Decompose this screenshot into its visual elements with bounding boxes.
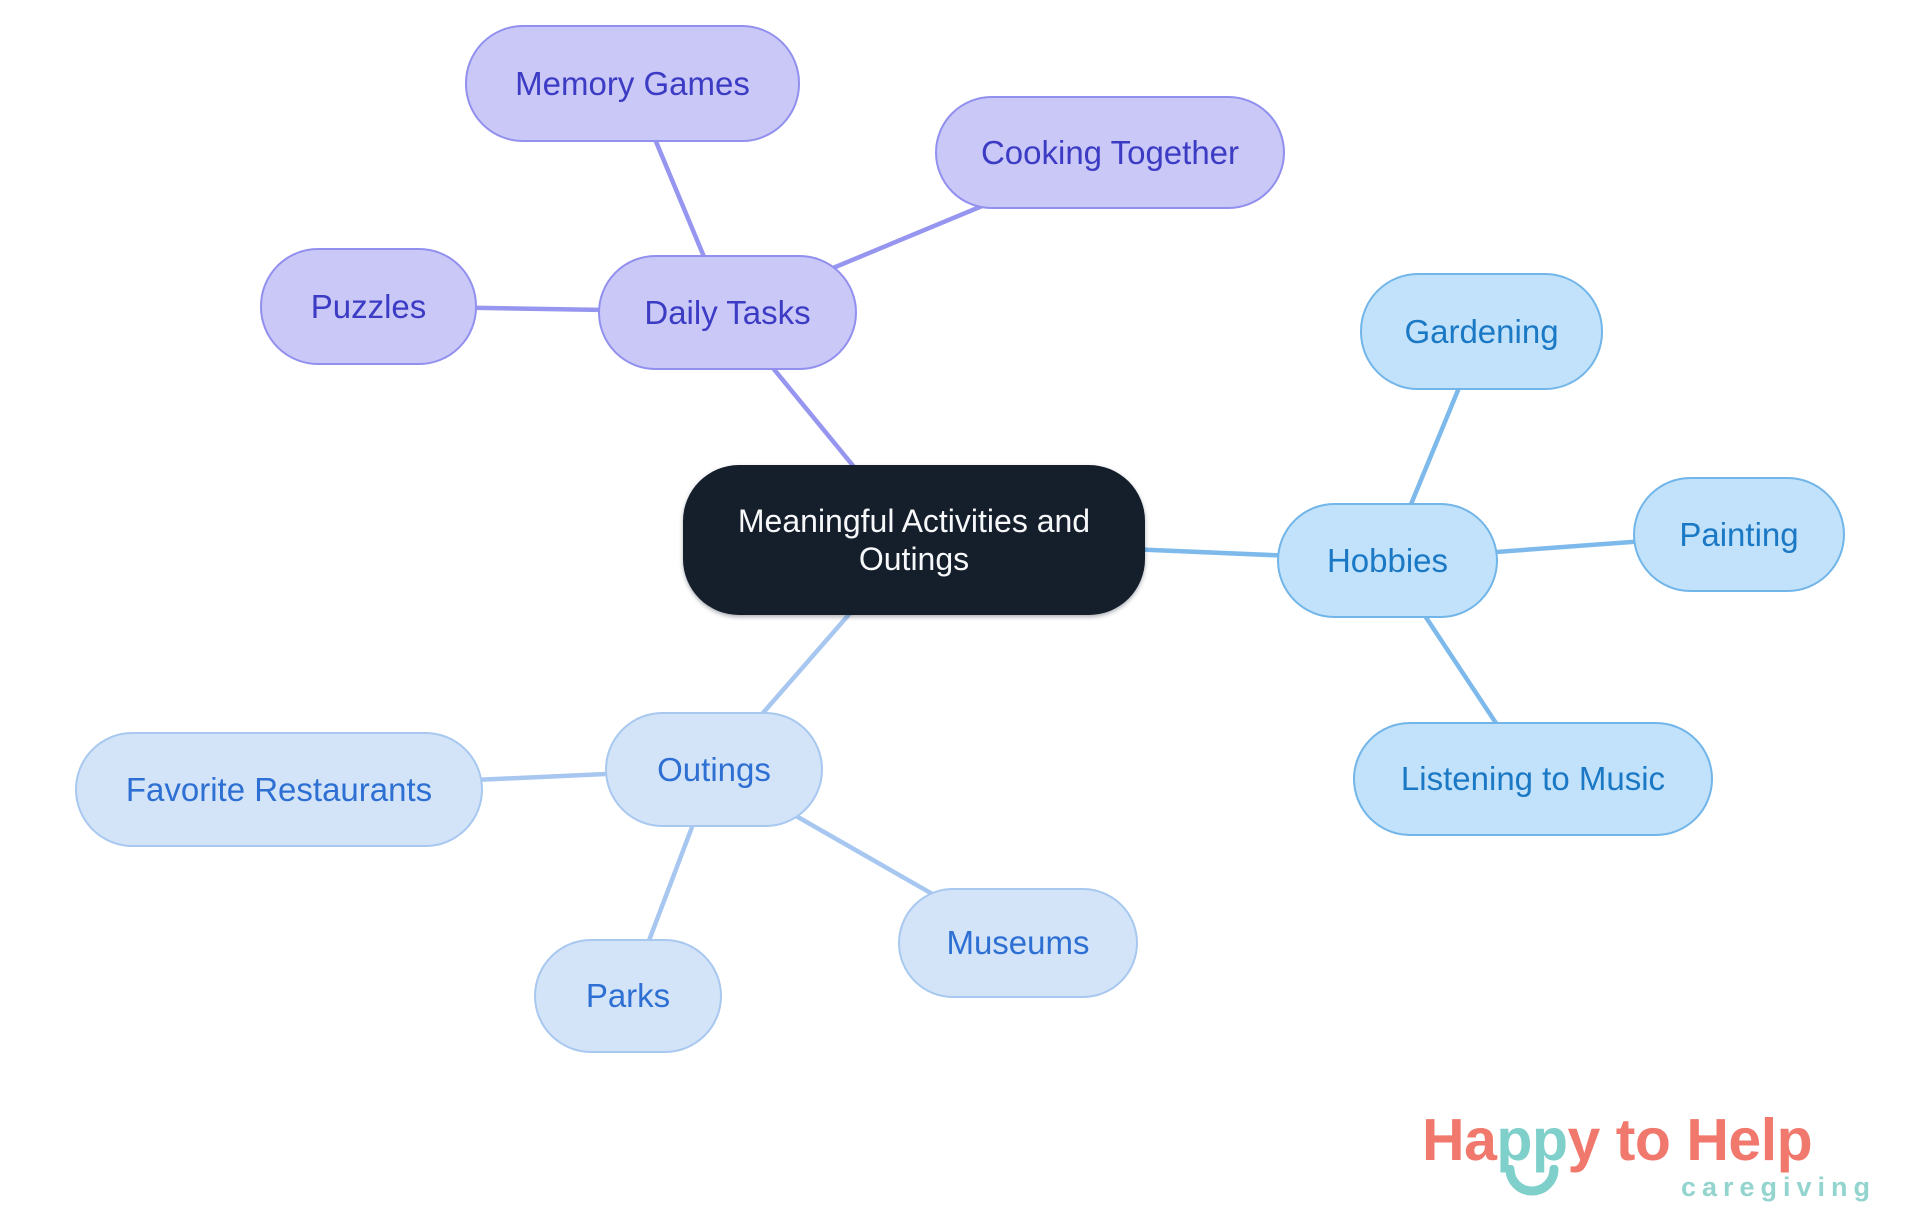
painting-label: Painting bbox=[1679, 515, 1799, 553]
smile-icon bbox=[1505, 1165, 1559, 1196]
node-memory-games[interactable]: Memory Games bbox=[465, 25, 800, 142]
memory-games-label: Memory Games bbox=[515, 64, 750, 102]
node-gardening[interactable]: Gardening bbox=[1360, 273, 1603, 390]
outings-label: Outings bbox=[657, 750, 771, 788]
root-label: Meaningful Activities and Outings bbox=[737, 502, 1091, 577]
node-parks[interactable]: Parks bbox=[534, 939, 722, 1053]
favorite-restaurants-label: Favorite Restaurants bbox=[125, 770, 433, 808]
node-puzzles[interactable]: Puzzles bbox=[260, 248, 477, 365]
logo-tagline: caregiving bbox=[1680, 1172, 1876, 1202]
daily-tasks-label: Daily Tasks bbox=[644, 293, 811, 331]
cooking-together-label: Cooking Together bbox=[980, 133, 1240, 171]
hobbies-label: Hobbies bbox=[1326, 541, 1449, 579]
node-painting[interactable]: Painting bbox=[1633, 477, 1845, 592]
node-root[interactable]: Meaningful Activities and Outings bbox=[683, 465, 1145, 615]
node-listening-to-music[interactable]: Listening to Music bbox=[1353, 722, 1713, 836]
node-outings[interactable]: Outings bbox=[605, 712, 823, 827]
node-hobbies[interactable]: Hobbies bbox=[1277, 503, 1498, 618]
logo-happy-suffix: y bbox=[1567, 1107, 1601, 1173]
parks-label: Parks bbox=[585, 977, 671, 1015]
logo-to-help: to Help bbox=[1599, 1107, 1813, 1173]
node-cooking-together[interactable]: Cooking Together bbox=[935, 96, 1285, 209]
logo-happy-prefix: Ha bbox=[1422, 1107, 1497, 1173]
gardening-label: Gardening bbox=[1404, 312, 1559, 350]
logo-happy-pp: pp bbox=[1496, 1107, 1568, 1196]
node-favorite-restaurants[interactable]: Favorite Restaurants bbox=[75, 732, 483, 847]
museums-label: Museums bbox=[946, 924, 1090, 962]
node-museums[interactable]: Museums bbox=[898, 888, 1138, 998]
node-daily-tasks[interactable]: Daily Tasks bbox=[598, 255, 857, 370]
logo-pp-letters: pp bbox=[1496, 1107, 1568, 1173]
puzzles-label: Puzzles bbox=[310, 287, 427, 325]
listening-to-music-label: Listening to Music bbox=[1400, 760, 1666, 798]
